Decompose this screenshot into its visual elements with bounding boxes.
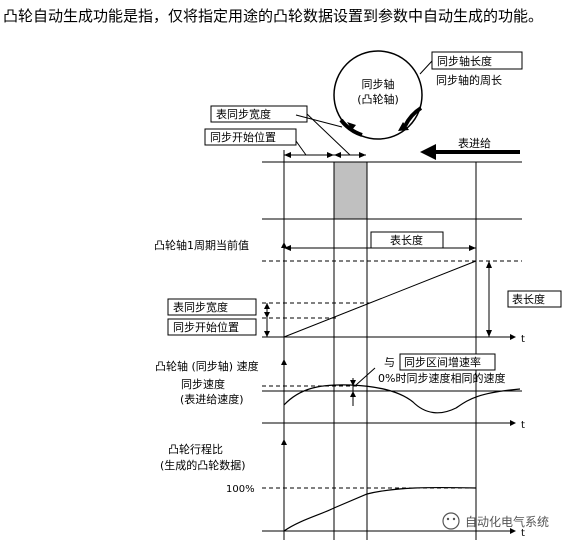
table-strip: [262, 152, 522, 220]
panel1-title: 凸轮轴1周期当前值: [154, 238, 249, 252]
watermark-icon: [442, 512, 460, 530]
top-dim-arrow-2: [327, 152, 334, 158]
table-length-label: 表长度: [390, 233, 423, 247]
left-sync-width-box: [167, 298, 257, 316]
sync-start-position-label: 同步开始位置: [210, 130, 276, 144]
panel3-stroke-curve: [283, 486, 477, 532]
sync-axis-length-leader: [419, 60, 433, 75]
table-feed-arrowhead: [420, 144, 436, 160]
top-dim-arrow-1: [284, 152, 291, 158]
left-sync-start-box: [167, 318, 257, 336]
right-table-length-label: 表长度: [512, 292, 545, 306]
panel2-speed-curve: [283, 384, 521, 414]
panel1-t-label: t: [521, 334, 525, 345]
table-feed-label: 表进给: [458, 136, 491, 150]
panel2-callout-leader: [355, 367, 376, 386]
panel-cam-position: 表长度 凸轮轴1周期当前值 t 表长度 表同步宽度 同步开始位置: [154, 231, 562, 345]
sync-width-leader-1: [295, 114, 343, 128]
panel-cam-speed: 凸轮轴 (同步轴) 速度 同步速度 (表进给速度) t 与 同步区间增速率 0%…: [155, 353, 525, 431]
left-start-arrow-bottom: [264, 331, 270, 337]
panel2-title: 凸轮轴 (同步轴) 速度: [155, 359, 259, 373]
table-sync-width-label: 表同步宽度: [216, 107, 271, 121]
panel2-gap-arrow-bottom: [350, 391, 356, 397]
page-heading: 凸轮自动生成功能是指，仅将指定用途的凸轮数据设置到参数中自动生成的功能。: [3, 7, 543, 25]
panel-cam-stroke: 凸轮行程比 (生成的凸轮数据) t 100%: [160, 439, 525, 539]
sync-start-position-box: [204, 128, 297, 146]
sync-zone-fill: [333, 161, 368, 220]
panel3-title1: 凸轮行程比: [168, 442, 223, 456]
cam-circle-outline: [333, 50, 423, 140]
watermark: 自动化电气系统: [442, 512, 549, 530]
panel2-callout-line2: 0%时同步速度相同的速度: [378, 371, 505, 385]
right-table-length-box: [507, 290, 562, 308]
left-sync-width-label: 表同步宽度: [173, 300, 228, 314]
table-length-arrow-right: [469, 245, 476, 251]
panel3-title2: (生成的凸轮数据): [160, 458, 246, 472]
panel2-sub2: (表进给速度): [180, 392, 244, 406]
panel2-callout-box: [399, 353, 496, 371]
panel2-gap-arrow-top: [350, 380, 356, 386]
sync-width-leader-2: [306, 113, 351, 156]
right-dim-arrow-top: [486, 261, 492, 268]
left-width-arrow-bottom: [264, 312, 270, 318]
watermark-icon-eye-right: [452, 517, 456, 521]
panel1-ramp: [283, 260, 477, 338]
left-width-arrow-top: [264, 303, 270, 309]
cam-circle-sublabel: (凸轮轴): [357, 92, 399, 106]
watermark-icon-eye-left: [446, 517, 450, 521]
cam-circle: 同步轴 (凸轮轴): [333, 50, 423, 140]
sync-axis-length-label: 同步轴长度: [437, 54, 492, 68]
panel2-callout-box-label: 同步区间增速率: [404, 355, 481, 369]
panel2-callout-prefix: 与: [384, 356, 395, 369]
sync-axis-length-box: [431, 51, 523, 70]
sync-start-leader: [295, 140, 307, 156]
sync-arc-right: [403, 106, 423, 127]
panel3-pct-label: 100%: [226, 484, 255, 495]
top-dim-arrow-3: [334, 152, 341, 158]
sync-arc-arrowhead-left: [347, 122, 356, 130]
table-length-arrow-left: [284, 245, 291, 251]
panel2-sub1: 同步速度: [181, 377, 225, 391]
panel3-t-label: t: [521, 528, 525, 539]
sync-axis-length-note: 同步轴的周长: [436, 73, 502, 87]
panel2-t-label: t: [521, 420, 525, 431]
left-sync-start-label: 同步开始位置: [173, 320, 239, 334]
sync-arc-arrowhead-right: [398, 122, 409, 131]
top-dim-arrow-4: [359, 152, 366, 158]
watermark-label: 自动化电气系统: [465, 514, 549, 529]
sync-arc-left: [339, 118, 363, 137]
cam-circle-label: 同步轴: [362, 77, 395, 91]
right-dim-arrow-bottom: [486, 330, 492, 337]
